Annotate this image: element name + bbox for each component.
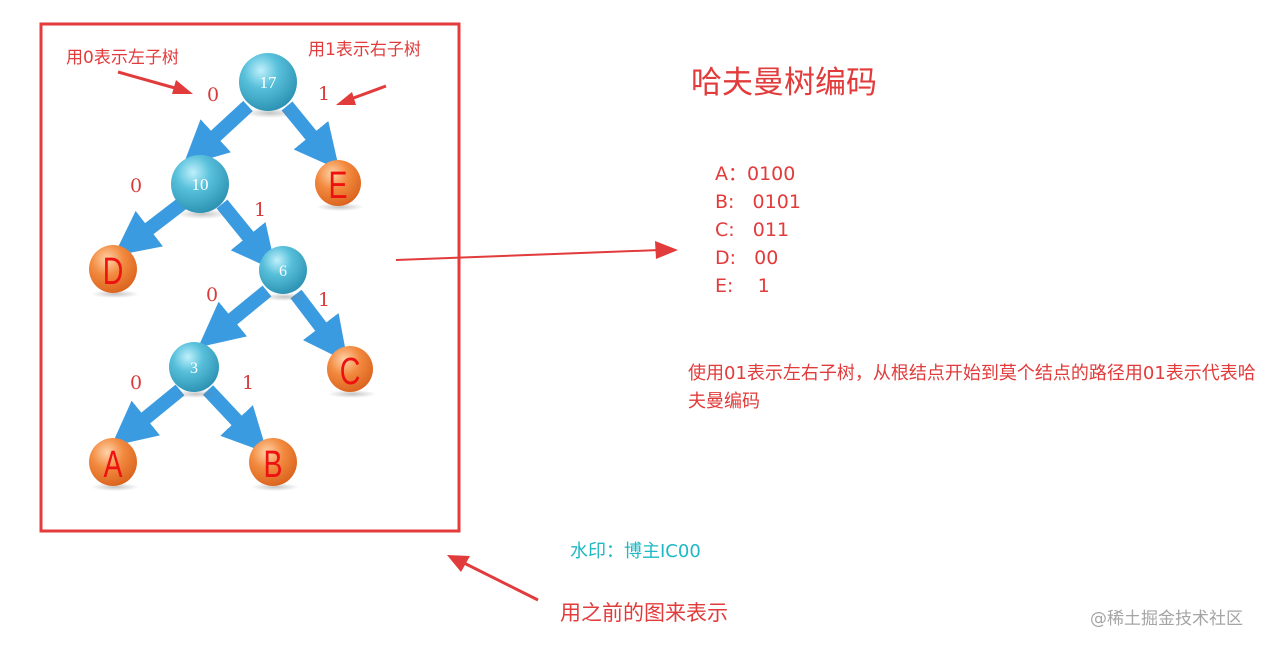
node-17-weight: 17 (260, 73, 278, 92)
leaf-nodes: E D C A B (89, 160, 376, 491)
bit-17-E: 1 (318, 83, 330, 105)
bit-3-B: 1 (242, 372, 254, 394)
bit-3-A: 0 (130, 372, 142, 394)
code-D: D: 00 (715, 247, 779, 269)
bit-10-6: 1 (254, 199, 266, 221)
leaf-C-label: C (340, 351, 361, 393)
bit-10-D: 0 (130, 175, 142, 197)
bit-6-C: 1 (318, 289, 330, 311)
left-note-arrow (117, 70, 183, 92)
caption-pointer (447, 555, 539, 602)
edge-3-B (202, 385, 268, 454)
node-3: 3 (169, 342, 219, 398)
leaf-D: D (89, 245, 139, 298)
node-17: 17 (239, 53, 297, 118)
page-title: 哈夫曼树编码 (691, 65, 877, 101)
internal-nodes: 17 10 6 3 (169, 53, 307, 398)
pointer-to-codes (395, 241, 678, 261)
leaf-A-label: A (103, 444, 123, 486)
node-10-weight: 10 (192, 175, 209, 194)
code-list: A：0100 B: 0101 C: 011 D: 00 E: 1 (715, 160, 801, 300)
node-3-weight: 3 (190, 360, 198, 377)
caption-text: 用之前的图来表示 (560, 601, 728, 625)
node-6: 6 (259, 246, 307, 301)
left-note-arrowhead (172, 80, 193, 94)
leaf-E: E (315, 160, 364, 211)
edge-17-10 (182, 100, 253, 167)
leaf-E-label: E (328, 165, 347, 207)
bit-6-3: 0 (206, 284, 218, 306)
leaf-B-label: B (263, 444, 282, 486)
leaf-A: A (89, 438, 139, 491)
tree-frame (39, 22, 461, 533)
right-subtree-note: 用1表示右子树 (308, 40, 421, 60)
code-B: B: 0101 (715, 191, 801, 213)
code-E: E: 1 (715, 275, 770, 297)
edge-bits: 0 1 0 1 0 1 0 1 (130, 83, 330, 394)
tree-edges (111, 100, 348, 454)
leaf-B: B (249, 438, 299, 491)
edge-6-3 (198, 285, 272, 348)
edge-10-6 (216, 199, 277, 271)
right-note-arrow (347, 84, 387, 102)
encoding-description: 使用01表示左右子树，从根结点开始到莫个结点的路径用01表示代表哈夫曼编码 (688, 363, 1256, 412)
left-subtree-note: 用0表示左子树 (66, 48, 179, 68)
node-6-weight: 6 (279, 263, 287, 280)
right-note-arrowhead (336, 92, 356, 105)
edge-3-A (111, 384, 185, 447)
code-C: C: 011 (715, 219, 790, 241)
edge-10-D (113, 196, 189, 256)
edge-6-C (290, 289, 348, 363)
tree-annotations: 用0表示左子树 用1表示右子树 (66, 40, 421, 105)
leaf-D-label: D (103, 251, 124, 293)
leaf-C: C (327, 346, 376, 398)
code-A: A：0100 (715, 163, 796, 185)
watermark-text: 水印：博主IC00 (570, 541, 701, 562)
node-10: 10 (171, 155, 229, 219)
bit-17-10: 0 (207, 84, 219, 106)
site-credit: @稀土掘金技术社区 (1090, 609, 1243, 629)
